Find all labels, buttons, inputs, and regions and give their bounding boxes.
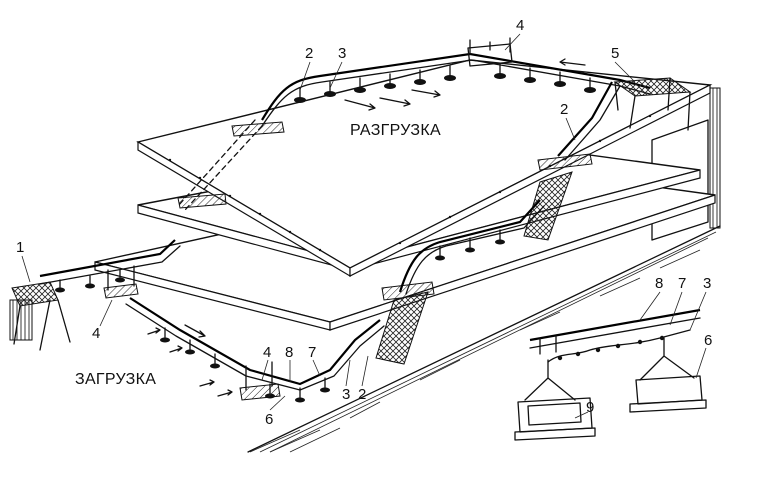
top-floor [136, 59, 713, 278]
slab-edge-dots [168, 114, 652, 252]
callout-1: 1 [16, 239, 24, 256]
transfer-platforms [177, 121, 593, 301]
unloading-label: РАЗГРУЗКА [350, 122, 441, 139]
drive-station-left [103, 265, 139, 299]
leader-lines [21, 33, 707, 419]
conveyor-track-lower [39, 239, 385, 403]
callout-9-detail: 9 [586, 399, 594, 416]
loading-machine [9, 281, 71, 351]
callout-6-detail: 6 [704, 332, 712, 349]
detail-inset [514, 308, 707, 441]
callout-4-top: 4 [516, 17, 524, 34]
ground-hatching [249, 249, 701, 453]
flow-arrows-loading [147, 324, 233, 397]
callout-7-bottom: 7 [308, 344, 316, 361]
callout-6-bottom: 6 [265, 411, 273, 428]
callout-4-bottom: 4 [263, 344, 271, 361]
loading-label: ЗАГРУЗКА [75, 371, 156, 388]
drive-station-bottom [239, 361, 281, 401]
callout-4-left: 4 [92, 325, 100, 342]
callout-7-detail: 7 [678, 275, 686, 292]
callout-2-top: 2 [305, 45, 313, 62]
callout-8-bottom: 8 [285, 344, 293, 361]
callout-2-right: 2 [560, 101, 568, 118]
conveyor-track-top [177, 52, 651, 211]
building-wall [247, 87, 721, 453]
flow-arrows-top [344, 58, 586, 111]
callout-2-bottom: 2 [358, 386, 366, 403]
callout-3-bottom: 3 [342, 386, 350, 403]
callout-3-top: 3 [338, 45, 346, 62]
tension-station [613, 77, 692, 131]
conveyor-track-middle [398, 199, 545, 295]
lattice-towers [375, 171, 573, 365]
callout-5: 5 [611, 45, 619, 62]
callout-numbers: 1 2 3 4 5 2 4 4 8 7 6 3 2 8 7 3 6 9 [16, 17, 712, 428]
callout-3-detail: 3 [703, 275, 711, 292]
callout-8-detail: 8 [655, 275, 663, 292]
